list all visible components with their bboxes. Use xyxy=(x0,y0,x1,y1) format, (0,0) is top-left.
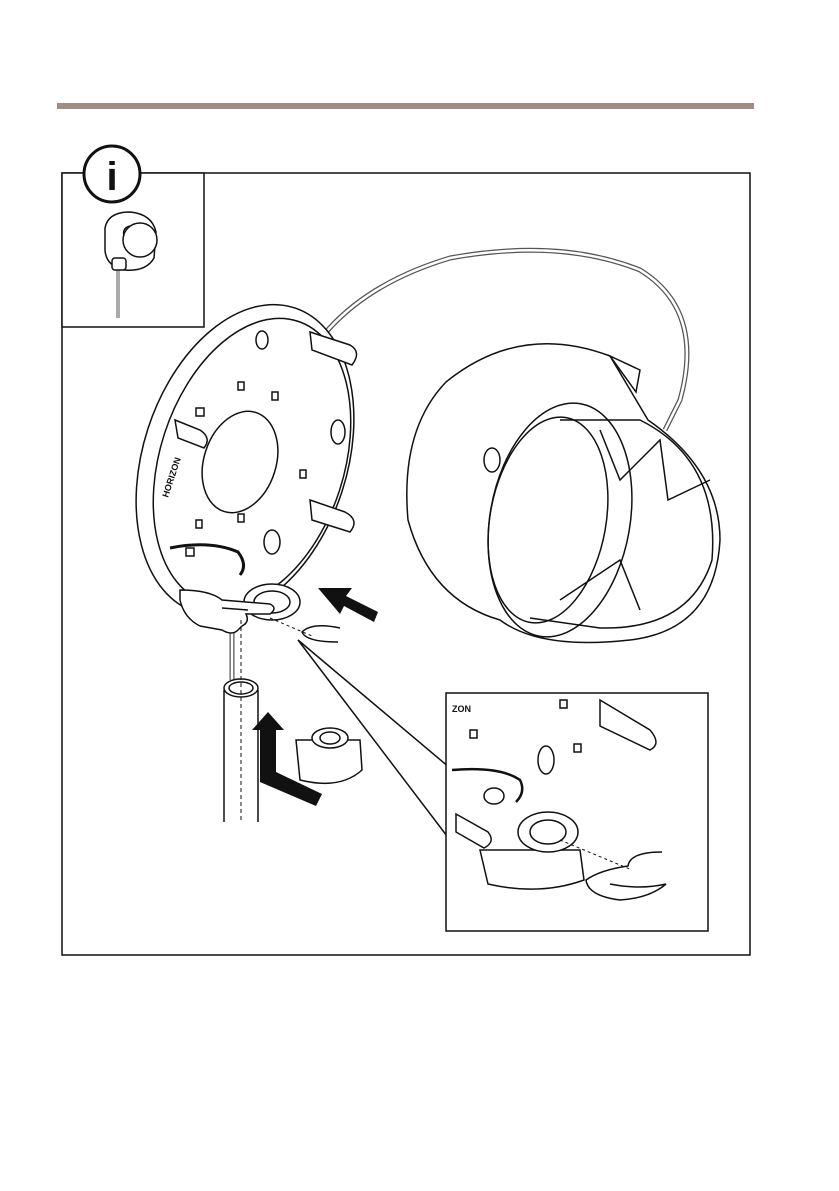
retaining-clip xyxy=(302,626,340,642)
info-inset: i xyxy=(62,146,204,327)
conduit-pipe xyxy=(224,620,258,822)
push-arrow-icon xyxy=(318,588,378,622)
conduit-adapter xyxy=(296,728,362,783)
zoom-detail: ZON xyxy=(446,693,708,931)
info-glyph: i xyxy=(106,155,117,199)
dome-camera xyxy=(407,344,720,649)
zoom-label: ZON xyxy=(452,704,471,714)
